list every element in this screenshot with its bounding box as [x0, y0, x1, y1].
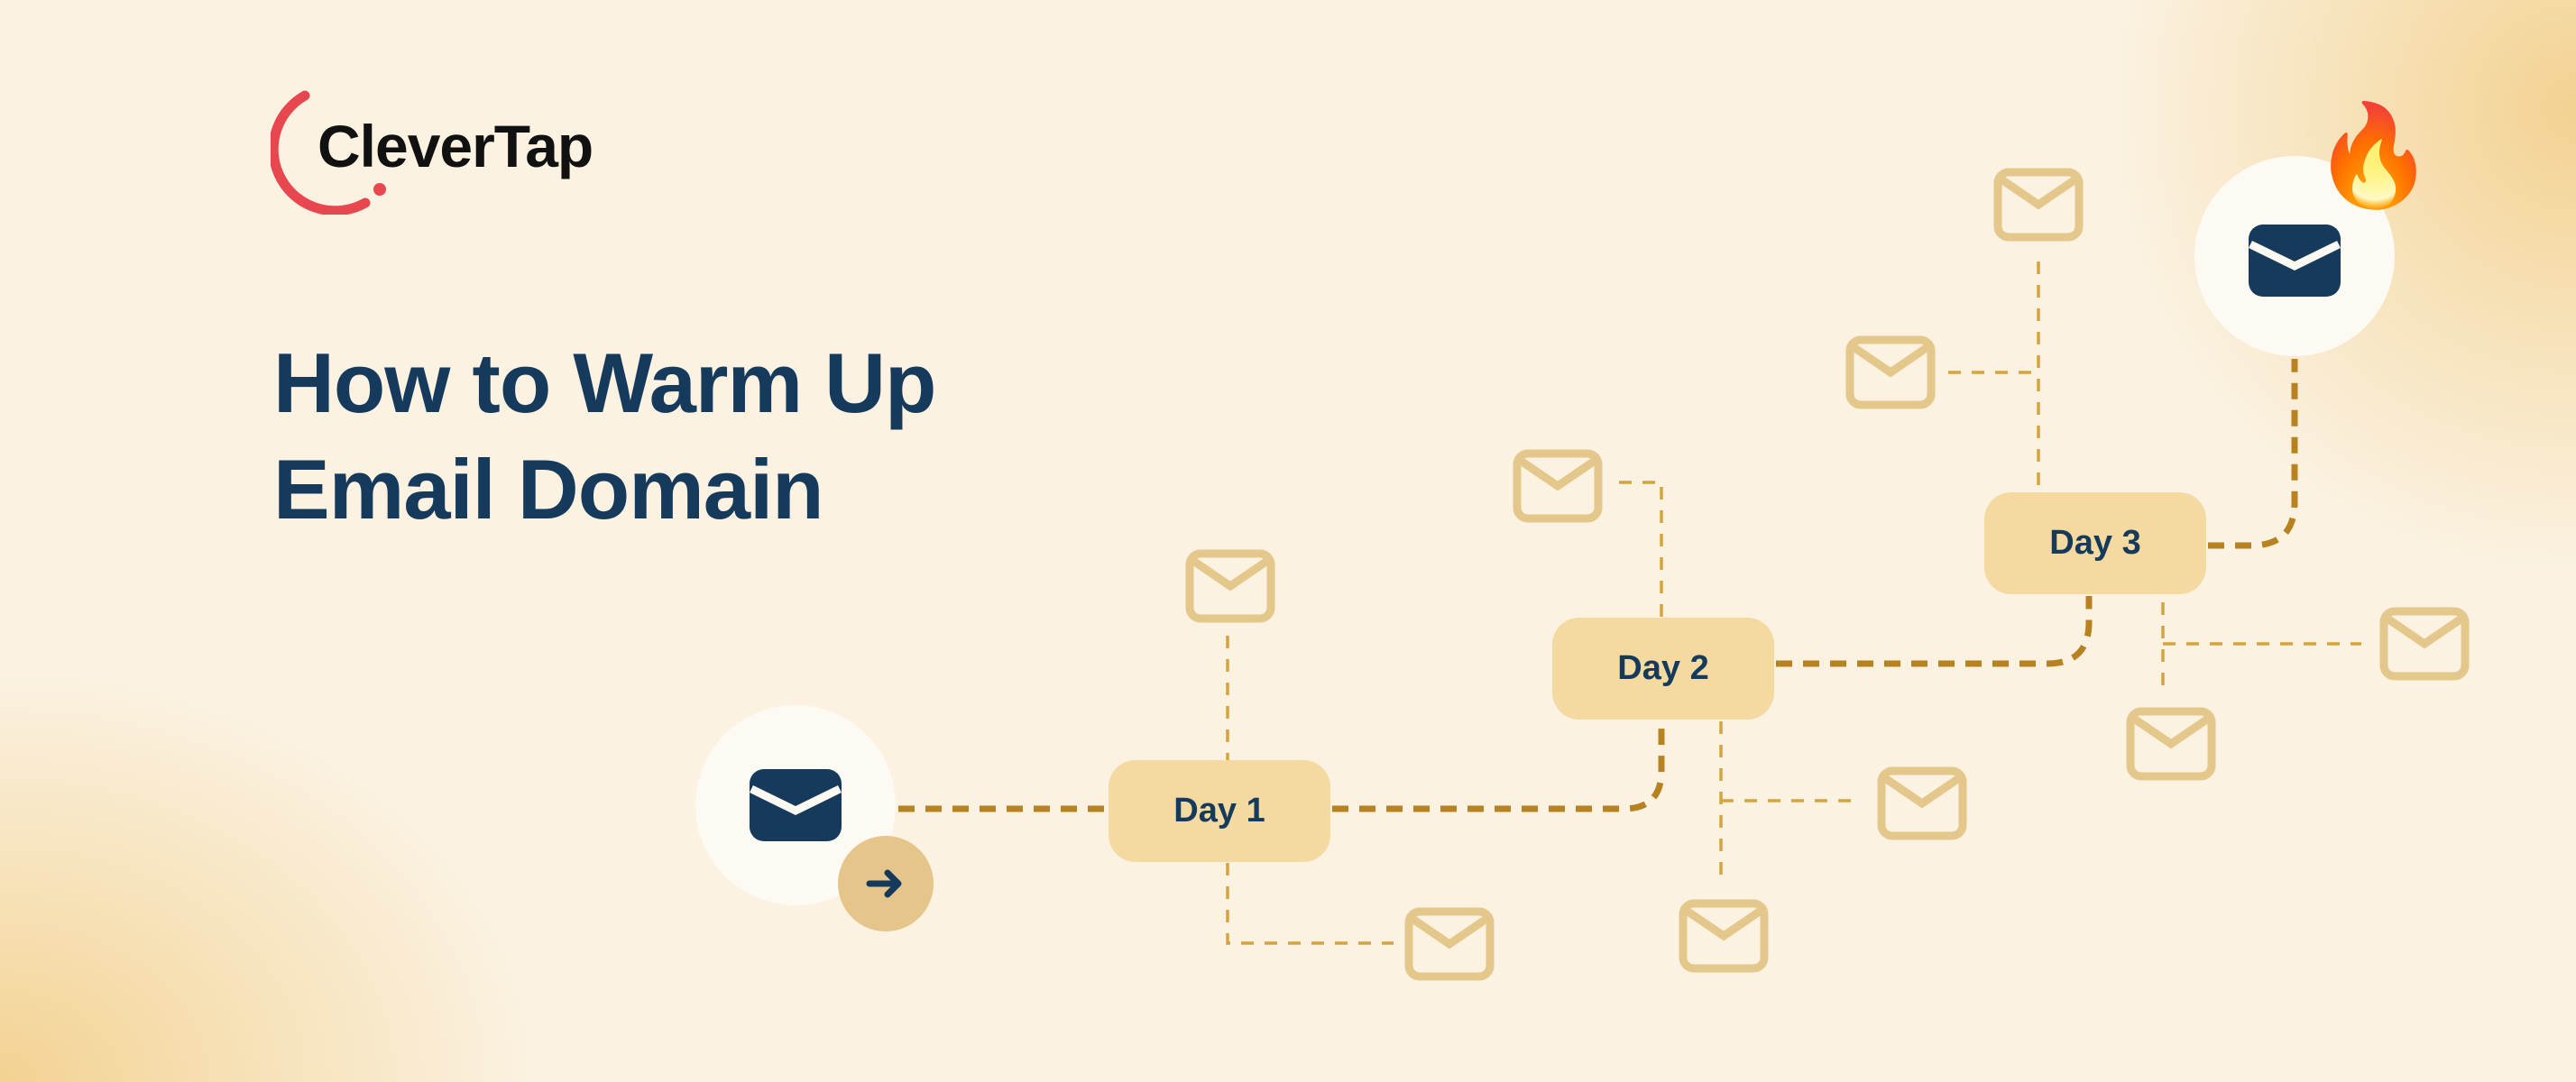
title-line-2: Email Domain: [273, 442, 824, 536]
envelope-outline-icon: [1845, 335, 1936, 409]
start-arrow-badge: [838, 836, 934, 931]
envelope-filled-icon: [750, 769, 842, 841]
step-label: Day 1: [1173, 792, 1265, 830]
step-day-3: Day 3: [1984, 492, 2206, 594]
envelope-outline-icon: [2379, 607, 2470, 681]
step-label: Day 2: [1617, 649, 1709, 687]
fire-icon: 🔥: [2312, 100, 2435, 211]
logo-arc-icon: [271, 90, 386, 215]
envelope-outline-icon: [2126, 707, 2216, 781]
envelope-filled-icon: [2249, 225, 2341, 297]
step-day-2: Day 2: [1552, 618, 1774, 720]
envelope-outline-icon: [1513, 449, 1603, 523]
arrow-right-icon: [866, 869, 902, 898]
logo-wordmark: CleverTap: [317, 113, 593, 179]
step-day-1: Day 1: [1109, 760, 1330, 862]
end-email-node: [2194, 156, 2395, 356]
envelope-outline-icon: [1993, 168, 2084, 242]
envelope-outline-icon: [1877, 766, 1967, 840]
envelope-outline-icon: [1185, 549, 1275, 623]
envelope-outline-icon: [1679, 899, 1769, 973]
title-line-1: How to Warm Up: [273, 335, 936, 430]
step-label: Day 3: [2049, 524, 2141, 562]
page-title: How to Warm Up Email Domain: [273, 330, 936, 543]
envelope-outline-icon: [1404, 907, 1495, 981]
